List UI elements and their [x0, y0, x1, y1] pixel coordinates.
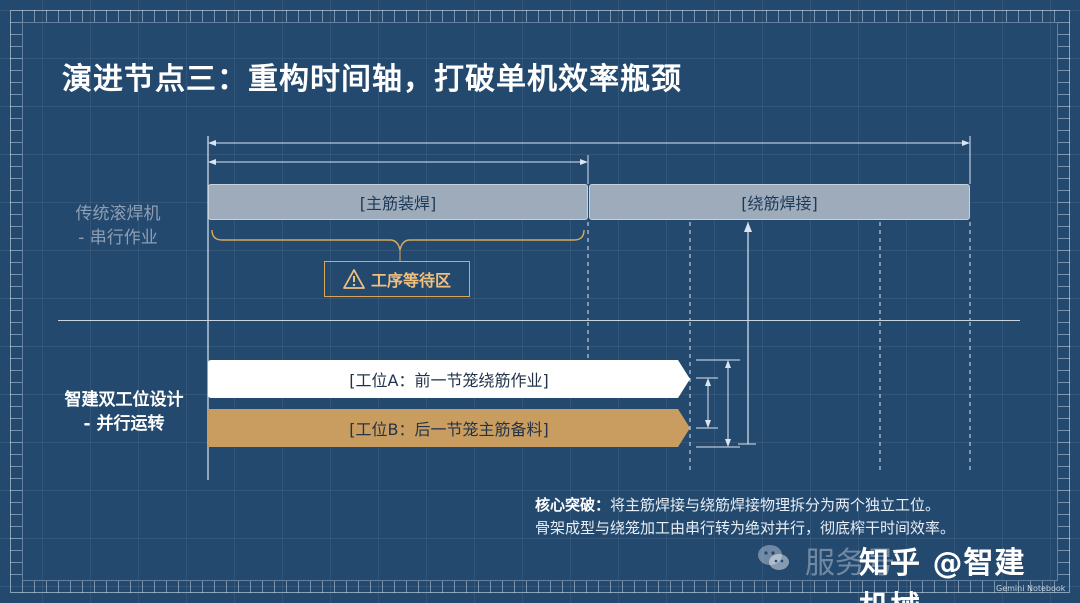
note-line1: 将主筋焊接与绕筋焊接物理拆分为两个独立工位。 — [610, 496, 941, 514]
gemini-badge: Gemini Notebook — [996, 584, 1066, 593]
ruler-bottom — [22, 581, 1058, 593]
main-rebar-welding-bar: [主筋装焊] — [208, 184, 588, 220]
outer-frame — [10, 10, 1070, 593]
smart-label-line1: 智建双工位设计 — [64, 390, 184, 410]
station-a-bar: [工位A：前一节笼绕筋作业] — [208, 360, 690, 398]
traditional-label: 传统滚焊机 - 串行作业 — [62, 202, 174, 250]
spiral-welding-bar: [绕筋焊接] — [589, 184, 970, 220]
ruler-right — [1058, 22, 1070, 581]
warning-icon — [343, 269, 365, 289]
ruler-left — [10, 22, 22, 581]
inner-frame — [22, 22, 1058, 581]
page-title: 演进节点三：重构时间轴，打破单机效率瓶颈 — [62, 62, 682, 97]
core-breakthrough-note: 核心突破：将主筋焊接与绕筋焊接物理拆分为两个独立工位。 骨架成型与绕笼加工由串行… — [535, 494, 955, 540]
note-line2: 骨架成型与绕笼加工由串行转为绝对并行，彻底榨干时间效率。 — [535, 519, 956, 537]
watermark-text: 知乎 @智建机械 — [859, 546, 1026, 603]
traditional-label-line1: 传统滚焊机 — [75, 204, 161, 224]
wait-zone-box: 工序等待区 — [324, 261, 470, 297]
ruler-top — [22, 10, 1058, 22]
watermark-text-wrap: 服务号 知乎 @智建机械 — [799, 538, 1029, 603]
watermark-faded: 服务号 — [805, 546, 895, 581]
smart-label: 智建双工位设计 - 并行运转 — [54, 388, 194, 436]
station-b-bar: [工位B：后一节笼主筋备料] — [208, 409, 690, 447]
wechat-icon — [758, 545, 789, 570]
watermark: 服务号 知乎 @智建机械 — [757, 538, 1029, 603]
wait-zone-label: 工序等待区 — [370, 271, 451, 290]
section-divider — [58, 320, 1020, 321]
traditional-label-line2: - 串行作业 — [78, 228, 158, 248]
smart-label-line2: - 并行运转 — [83, 414, 165, 434]
note-heading: 核心突破： — [535, 496, 611, 514]
